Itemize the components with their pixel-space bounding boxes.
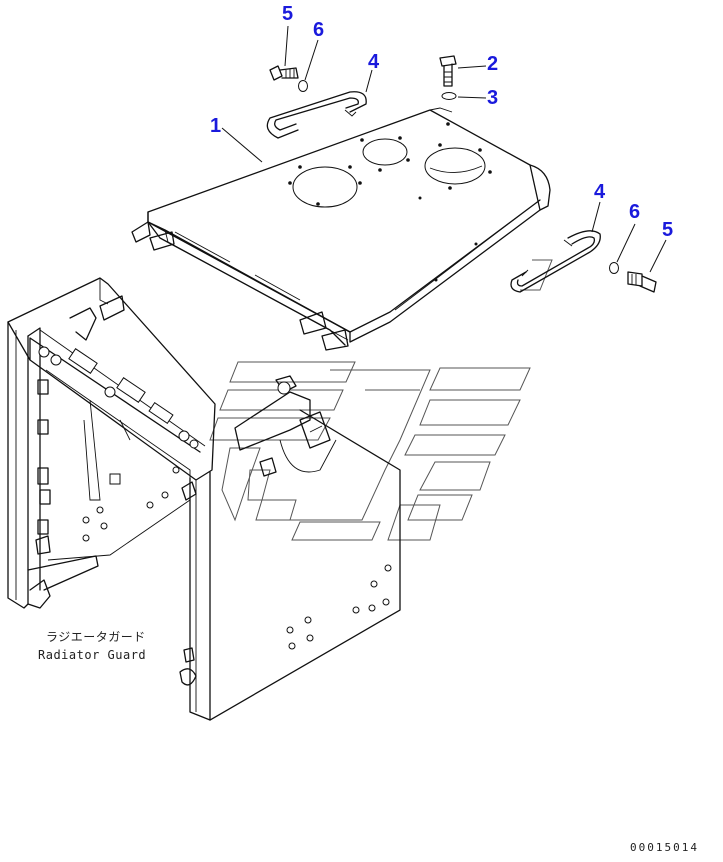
radiator-guard-frame [7, 277, 401, 721]
callout-5-right: 5 [662, 219, 674, 241]
watermark-logo [209, 259, 553, 541]
bolt-top-right [439, 55, 457, 87]
callout-5-top: 5 [282, 3, 294, 25]
washer-right [609, 262, 619, 274]
callout-3: 3 [487, 87, 499, 109]
plate-bolt-holes [288, 122, 492, 282]
callout-4-top: 4 [368, 51, 380, 73]
handle-top [266, 91, 367, 139]
caption-english: Radiator Guard [38, 648, 147, 662]
washer-top-right [441, 92, 457, 100]
washer-top-left [298, 80, 308, 92]
handle-right [510, 230, 601, 293]
callout-6-right: 6 [629, 201, 641, 223]
callout-1: 1 [210, 115, 222, 137]
bolt-right [627, 271, 657, 293]
bolt-top-left [269, 65, 299, 81]
callout-6-top: 6 [313, 19, 325, 41]
callout-4-right: 4 [594, 181, 606, 203]
callout-2: 2 [487, 53, 499, 75]
top-cover-plate [131, 107, 551, 351]
caption-japanese: ラジエータガード [46, 630, 146, 644]
leader-lines [221, 25, 667, 273]
side-panel-holes [82, 466, 392, 650]
document-number: 00015014 [630, 841, 699, 854]
